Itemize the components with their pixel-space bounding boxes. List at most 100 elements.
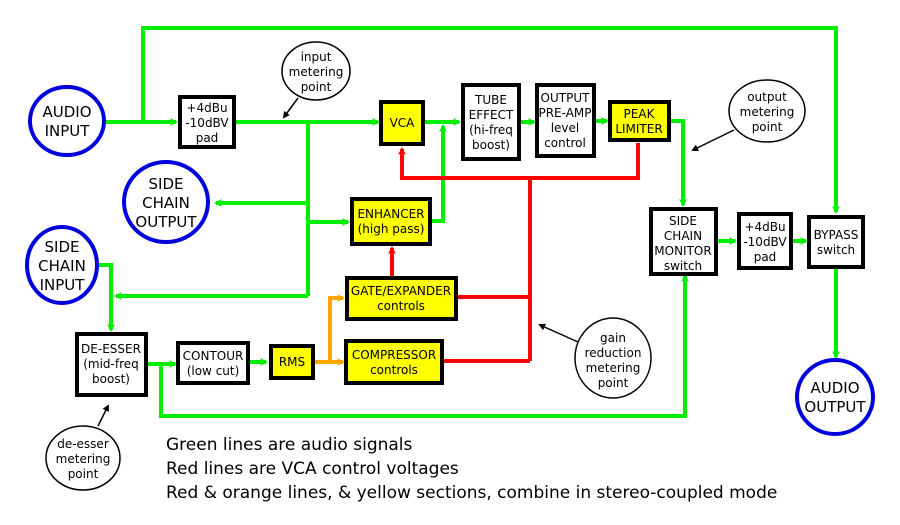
input-metering-label-1: input (301, 50, 332, 64)
wire-enhancer-to-tube (430, 124, 447, 223)
de-esser-block[interactable]: DE-ESSER (mid-freq boost) (75, 332, 148, 397)
de-esser-metering-bubble: de-esser metering point (45, 425, 121, 491)
gain-reduction-label-1: gain (600, 331, 626, 345)
side-chain-monitor-label-3: MONITOR (654, 244, 711, 258)
audio-wires (98, 26, 840, 418)
contour-label-1: CONTOUR (183, 349, 244, 363)
pointer-input-metering (282, 97, 299, 119)
tube-effect-block[interactable]: TUBE EFFECT (hi-freq boost) (461, 83, 521, 161)
output-metering-label-2: metering (740, 105, 795, 119)
input-pad-label-1: +4dBu (186, 101, 227, 115)
rms-block[interactable]: RMS (269, 344, 315, 380)
side-chain-input[interactable]: SIDE CHAIN INPUT (25, 225, 99, 305)
vca-label: VCA (390, 116, 416, 130)
wire-de-esser-to-monitor (159, 274, 689, 418)
output-preamp-block[interactable]: OUTPUT PRE-AMP level control (535, 83, 596, 158)
peak-limiter-block[interactable]: PEAK LIMITER (608, 100, 671, 142)
bypass-label-2: switch (817, 243, 855, 257)
input-pad-label-2: -10dBV (185, 116, 229, 130)
enhancer-label-1: ENHANCER (357, 207, 424, 221)
side-chain-monitor-label-1: SIDE (669, 214, 697, 228)
tube-effect-label-2: EFFECT (469, 108, 514, 122)
output-metering-bubble: output metering point (728, 79, 806, 143)
gain-reduction-metering-bubble: gain reduction metering point (574, 317, 652, 399)
enhancer-label-2: (high pass) (358, 222, 425, 236)
peak-limiter-label-1: PEAK (624, 107, 656, 121)
audio-output-label-2: OUTPUT (804, 398, 866, 416)
tube-effect-label-3: (hi-freq (469, 123, 513, 137)
side-chain-output-label-1: SIDE (149, 175, 184, 193)
side-chain-output-label-2: CHAIN (142, 194, 190, 212)
rms-label: RMS (279, 355, 305, 369)
side-chain-input-label-3: INPUT (40, 276, 86, 294)
input-metering-label-3: point (301, 80, 332, 94)
contour-block[interactable]: CONTOUR (low cut) (176, 341, 250, 385)
side-chain-monitor-label-4: switch (664, 259, 702, 273)
pointers (97, 97, 735, 427)
output-preamp-label-4: control (544, 136, 586, 150)
bypass-label-1: BYPASS (814, 228, 859, 242)
legend-line-stereo: Red & orange lines, & yellow sections, c… (166, 483, 777, 503)
de-esser-metering-label-1: de-esser (57, 437, 109, 451)
side-chain-output[interactable]: SIDE CHAIN OUTPUT (122, 160, 210, 244)
side-chain-output-label-3: OUTPUT (135, 213, 197, 231)
de-esser-metering-label-2: metering (56, 452, 111, 466)
gain-reduction-label-4: point (598, 376, 629, 390)
sidechain-wires (314, 294, 345, 366)
tube-effect-label-1: TUBE (474, 93, 507, 107)
output-pad-label-3: pad (754, 250, 777, 264)
output-metering-label-1: output (747, 90, 787, 104)
input-metering-label-2: metering (289, 65, 344, 79)
output-preamp-label-2: PRE-AMP (538, 106, 591, 120)
legend-line-green: Green lines are audio signals (166, 435, 413, 455)
side-chain-monitor-label-2: CHAIN (664, 229, 702, 243)
pointer-output-metering (691, 129, 735, 151)
output-pad-label-1: +4dBu (744, 220, 785, 234)
audio-output[interactable]: AUDIO OUTPUT (795, 358, 875, 436)
input-pad-label-3: pad (196, 131, 219, 145)
gate-expander-label-2: controls (377, 299, 425, 313)
tube-effect-label-4: boost) (472, 138, 510, 152)
enhancer-block[interactable]: ENHANCER (high pass) (350, 197, 432, 246)
side-chain-input-label-1: SIDE (45, 238, 80, 256)
wire-bypass-route (141, 26, 840, 214)
de-esser-label-2: (mid-freq (83, 357, 139, 371)
pointer-de-esser-metering (97, 404, 109, 427)
output-metering-label-3: point (752, 120, 783, 134)
output-preamp-label-3: level (551, 121, 580, 135)
gate-expander-label-1: GATE/EXPANDER (351, 284, 451, 298)
pointer-gain-reduction-metering (538, 323, 579, 343)
gate-expander-block[interactable]: GATE/EXPANDER controls (345, 276, 458, 321)
wire-rms-to-gate (328, 294, 345, 362)
output-pad-label-2: -10dBV (743, 235, 787, 249)
bypass-block[interactable]: BYPASS switch (807, 215, 865, 269)
side-chain-input-label-2: CHAIN (38, 257, 86, 275)
compressor-block[interactable]: COMPRESSOR controls (344, 339, 444, 385)
input-metering-bubble: input metering point (281, 41, 351, 101)
compressor-label-2: controls (370, 363, 418, 377)
side-chain-monitor-block[interactable]: SIDE CHAIN MONITOR switch (649, 207, 718, 276)
output-pad-block[interactable]: +4dBu -10dBV pad (737, 212, 793, 270)
audio-input-label-1: AUDIO (42, 103, 91, 121)
legend-line-red: Red lines are VCA control voltages (166, 459, 459, 479)
de-esser-metering-label-3: point (68, 467, 99, 481)
wire-limiter-to-monitor (670, 119, 687, 207)
de-esser-label-3: boost) (92, 372, 130, 386)
audio-input[interactable]: AUDIO INPUT (28, 85, 106, 157)
output-preamp-label-1: OUTPUT (541, 91, 591, 105)
input-pad-block[interactable]: +4dBu -10dBV pad (178, 95, 236, 149)
de-esser-label-1: DE-ESSER (81, 342, 141, 356)
audio-input-label-2: INPUT (45, 122, 91, 140)
contour-label-2: (low cut) (187, 364, 240, 378)
gain-reduction-label-3: metering (586, 361, 641, 375)
wire-bus-to-vca (398, 143, 640, 180)
legend: Green lines are audio signals Red lines … (166, 435, 777, 503)
peak-limiter-label-2: LIMITER (615, 122, 662, 136)
gain-reduction-label-2: reduction (585, 346, 642, 360)
compressor-label-1: COMPRESSOR (352, 348, 436, 362)
vca-control-wires (388, 143, 640, 363)
wire-side-chain-input (98, 263, 115, 332)
vca-block[interactable]: VCA (379, 100, 425, 146)
audio-output-label-1: AUDIO (810, 379, 859, 397)
